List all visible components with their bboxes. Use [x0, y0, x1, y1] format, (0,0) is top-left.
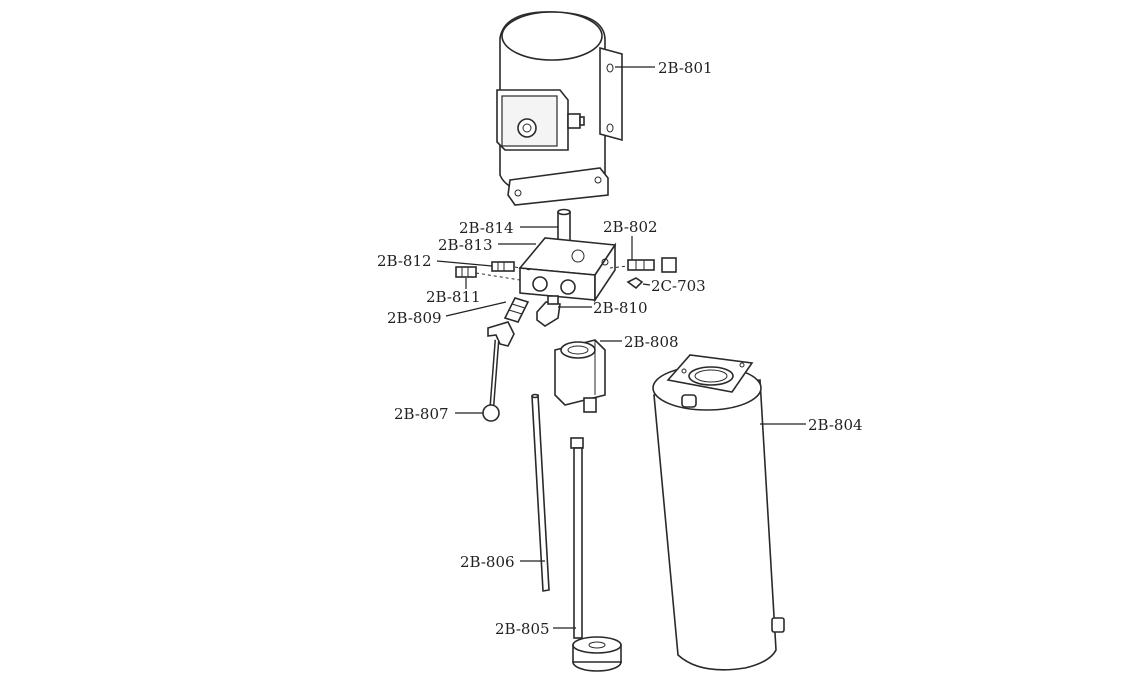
label-2b-802: 2B-802 [603, 218, 658, 236]
motor-2b-801 [496, 11, 623, 206]
label-2b-813: 2B-813 [438, 236, 493, 254]
valve-2b-809 [503, 297, 530, 323]
label-2b-804: 2B-804 [808, 416, 863, 434]
fitting-2c-703 [626, 277, 644, 290]
label-2c-703: 2C-703 [651, 277, 706, 295]
lever-2b-807 [482, 321, 515, 422]
part-labels: 2B-801 2B-802 2C-703 2B-804 2B-805 2B-80… [377, 59, 863, 638]
label-2b-812: 2B-812 [377, 252, 432, 270]
reservoir-2b-804 [652, 354, 785, 671]
label-2b-807: 2B-807 [394, 405, 449, 423]
fitting-2b-812 [491, 261, 531, 272]
suction-pipe-2b-805 [570, 437, 622, 672]
fitting-2b-802 [609, 257, 677, 273]
label-2b-806: 2B-806 [460, 553, 515, 571]
label-2b-808: 2B-808 [624, 333, 679, 351]
label-2b-814: 2B-814 [459, 219, 514, 237]
label-2b-809: 2B-809 [387, 309, 442, 327]
tube-2b-806 [531, 393, 550, 592]
valve-block-2b-813 [518, 237, 617, 303]
solenoid-2b-808 [554, 339, 606, 413]
leader-lines [436, 66, 806, 629]
label-2b-801: 2B-801 [658, 59, 713, 77]
label-2b-810: 2B-810 [593, 299, 648, 317]
label-2b-805: 2B-805 [495, 620, 550, 638]
label-2b-811: 2B-811 [426, 288, 481, 306]
fitting-2b-811 [455, 266, 521, 281]
plug-2b-810 [536, 295, 561, 327]
